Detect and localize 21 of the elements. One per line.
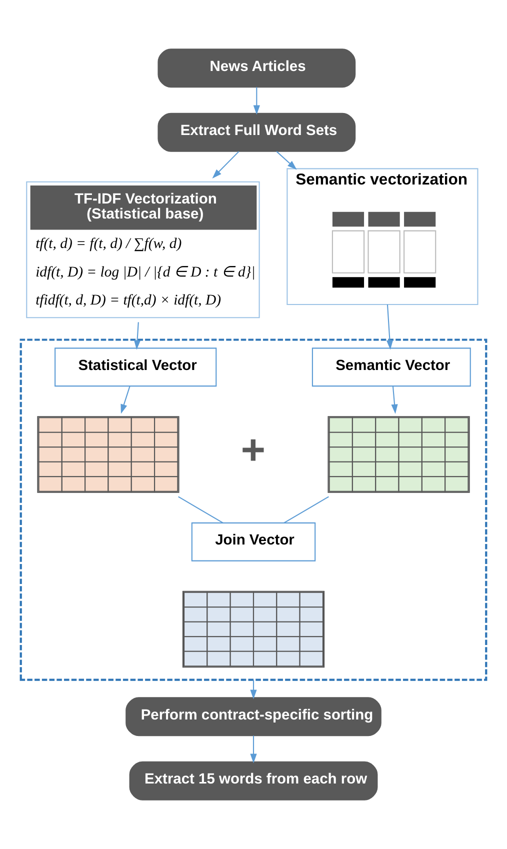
arrow [212,151,240,178]
arrow [134,322,141,350]
node-box: Semantic Vector [312,348,471,387]
arrow [250,736,257,764]
arrow [250,680,257,700]
arrow [391,386,398,414]
node-box: Statistical Vector [54,348,217,387]
arrow [276,151,297,170]
node-box: Extract 15 words from each row [129,761,378,800]
node-box: News Articles [158,48,356,88]
connector [284,496,329,524]
label: + [240,426,266,473]
node-box: Perform contract-specific sorting [126,697,382,736]
arrow [386,304,394,350]
arrow [253,87,260,115]
arrow [120,386,130,414]
node-box: Join Vector [191,522,316,562]
node-box: Extract Full Word Sets [158,112,356,152]
node-box: TF-IDF Vectorization (Statistical base) tf(t, d) = f(t, d) / ∑f(w, d) idf(t, D) = log |D| / |{d ∈ D : t ∈ d}| tfidf(t, d, D) = tf(t,d) × idf(t, D) [26,181,260,318]
cluster: Semantic vectorization [286,168,478,306]
connector [178,496,224,524]
